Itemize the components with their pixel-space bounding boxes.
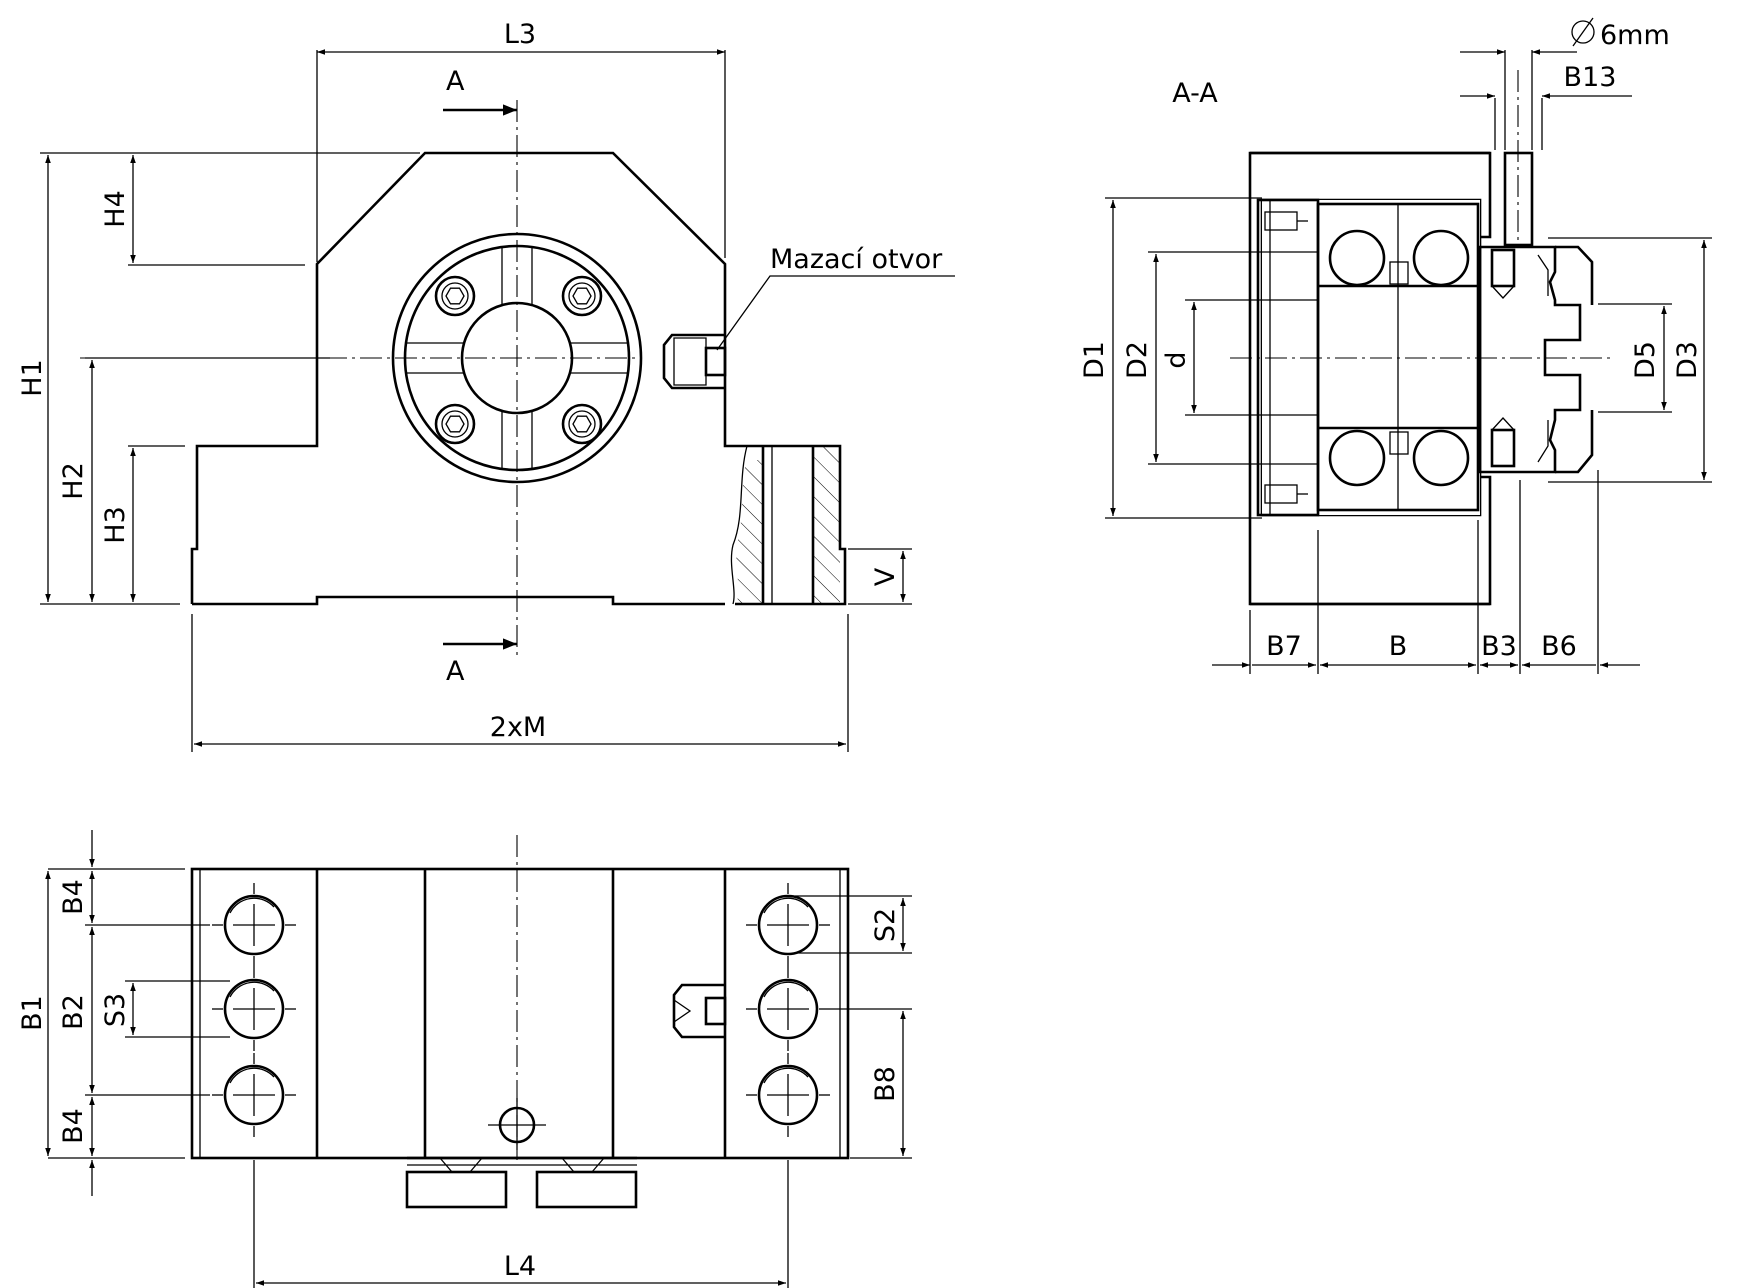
- mounting-hole-icon: [744, 1051, 832, 1139]
- dim-l4: L4: [504, 1251, 536, 1282]
- hex-socket-screw-icon: [561, 275, 603, 317]
- lubrication-fitting: [662, 333, 727, 390]
- dim-b: B: [1389, 631, 1408, 662]
- dim-d1: D1: [1079, 341, 1110, 379]
- dim-b7: B7: [1266, 631, 1302, 662]
- angular-bearing: [1316, 202, 1480, 512]
- lubrication-fitting-top: [672, 983, 727, 1039]
- dim-b6: B6: [1541, 631, 1577, 662]
- dim-2xm: 2xM: [490, 712, 546, 743]
- front-view: A A L3 H1 H2 H3 H4 V 2xM Mazací o: [17, 19, 955, 752]
- dim-s3: S3: [100, 993, 131, 1027]
- dim-diameter-6mm: 6mm: [1600, 20, 1670, 51]
- section-title-a-a: A-A: [1172, 78, 1218, 109]
- label-lubrication-hole: Mazací otvor: [770, 244, 943, 275]
- diameter-symbol-icon: [1571, 17, 1595, 47]
- dim-d5: D5: [1630, 341, 1661, 379]
- dim-h4: H4: [100, 190, 131, 227]
- dim-b13: B13: [1564, 62, 1617, 93]
- dim-d-small: d: [1161, 351, 1192, 368]
- dim-d2: D2: [1122, 341, 1153, 379]
- hex-socket-screw-icon: [434, 275, 476, 317]
- dim-b1: B1: [17, 995, 48, 1031]
- hex-socket-screw-icon: [561, 403, 603, 445]
- dim-d3: D3: [1672, 341, 1703, 379]
- dim-h1: H1: [17, 359, 48, 396]
- section-label-a-top: A: [446, 66, 465, 97]
- mounting-hole-icon: [210, 1051, 298, 1139]
- dim-b2: B2: [58, 994, 89, 1030]
- dim-b8: B8: [870, 1066, 901, 1102]
- top-view: B4 B1 B2 S3 B4 S2 B8 L4: [17, 830, 912, 1288]
- lock-nut-top: [405, 1156, 638, 1209]
- dim-h3: H3: [100, 506, 131, 543]
- section-view-a-a: A-A: [1079, 17, 1712, 674]
- dim-b3: B3: [1481, 631, 1517, 662]
- mounting-hole-icon: [744, 965, 832, 1053]
- flange-section: [1478, 151, 1594, 474]
- section-label-a-bottom: A: [446, 656, 465, 687]
- dim-b4-bottom: B4: [58, 1108, 89, 1144]
- dim-l3: L3: [504, 19, 536, 50]
- dim-b4-top: B4: [58, 879, 89, 915]
- dim-h2: H2: [58, 462, 89, 499]
- mounting-hole-icon: [210, 965, 298, 1053]
- top-housing-outline: [190, 867, 850, 1160]
- dim-s2: S2: [870, 908, 901, 942]
- dim-v: V: [870, 567, 901, 586]
- mounting-hole-icon: [210, 881, 298, 969]
- housing-outline: [190, 151, 747, 604]
- hex-socket-screw-icon: [434, 403, 476, 445]
